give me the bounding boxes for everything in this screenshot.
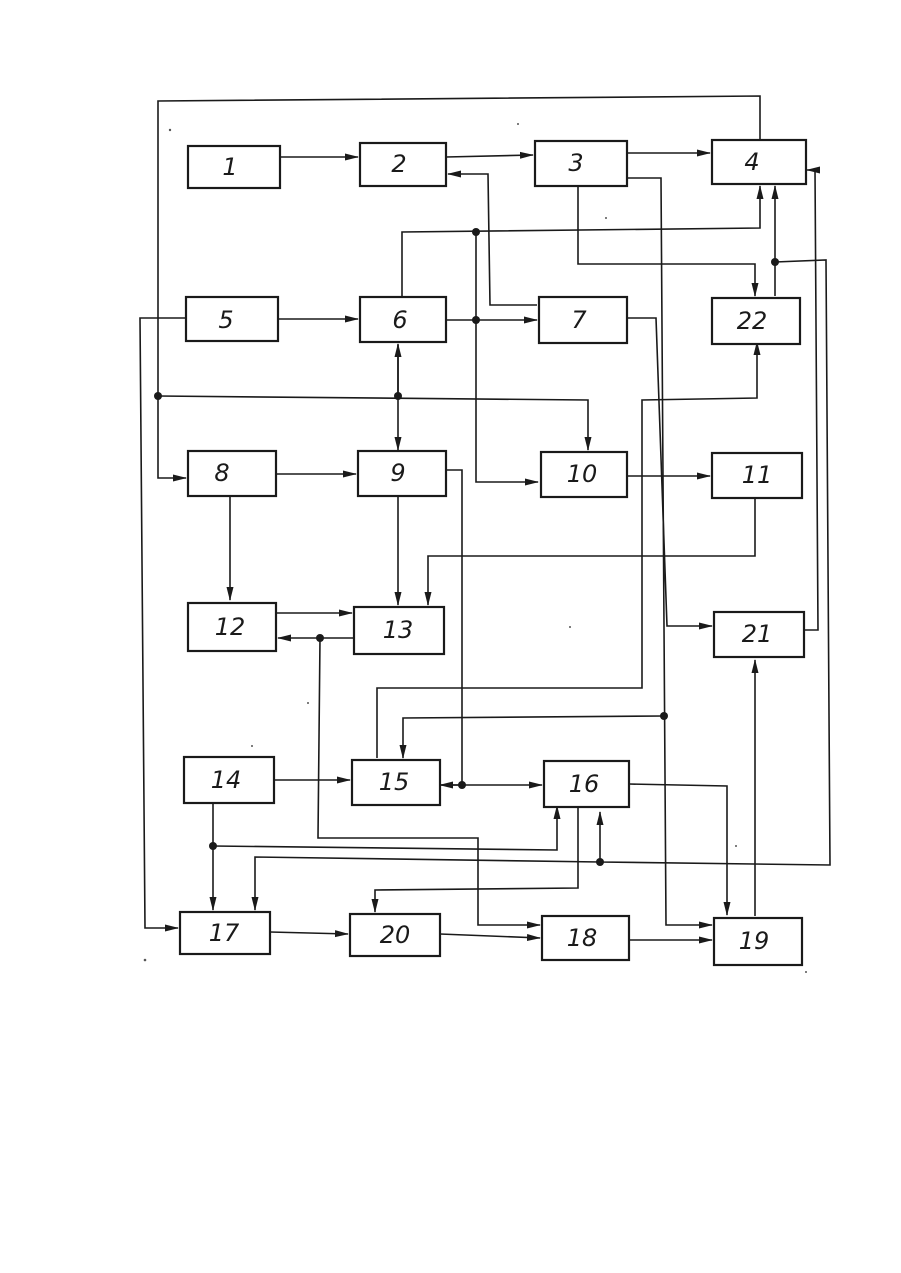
block-4-label: 4 xyxy=(744,148,759,176)
block-18-label: 18 xyxy=(567,924,598,952)
block-2-label: 2 xyxy=(391,150,406,178)
block-1-label: 1 xyxy=(222,153,237,181)
block-10-label: 10 xyxy=(567,460,598,488)
block-22-label: 22 xyxy=(737,307,768,335)
block-19: 19 xyxy=(714,918,802,965)
junction-dot xyxy=(771,258,779,266)
block-17-label: 17 xyxy=(209,919,240,947)
wire-16-to-19 xyxy=(629,784,727,915)
block-13: 13 xyxy=(354,607,444,654)
block-10: 10 xyxy=(541,452,627,497)
block-9-label: 9 xyxy=(390,459,405,487)
wire-11-to-13 xyxy=(428,498,755,605)
wire-21-to-4 xyxy=(805,170,818,630)
block-15: 15 xyxy=(352,760,440,805)
block-14: 14 xyxy=(184,757,274,803)
block-11: 11 xyxy=(712,453,802,498)
block-3: 3 xyxy=(535,141,627,186)
block-12-label: 12 xyxy=(215,613,246,641)
block-6: 6 xyxy=(360,297,446,342)
connection-lines xyxy=(140,96,830,940)
block-4: 4 xyxy=(712,140,806,184)
block-7-label: 7 xyxy=(571,306,587,334)
wire-5-to-17 xyxy=(140,318,186,928)
wire-bus-to-10 xyxy=(158,396,588,450)
junction-dot xyxy=(596,858,604,866)
wire-7-to-2 xyxy=(448,174,537,305)
block-17: 17 xyxy=(180,912,270,954)
junction-dot xyxy=(472,316,480,324)
wire-junction-to-10 xyxy=(476,232,538,482)
block-7: 7 xyxy=(539,297,627,343)
block-1: 1 xyxy=(188,146,280,188)
block-18: 18 xyxy=(542,916,629,960)
wire-15-to-22 xyxy=(377,342,757,758)
wire-17-to-20 xyxy=(270,932,348,934)
wire-20-to-18 xyxy=(440,934,540,938)
block-2: 2 xyxy=(360,143,446,186)
wire-bus-to-17 xyxy=(255,857,600,910)
block-5: 5 xyxy=(186,297,278,341)
wire-2-to-3 xyxy=(446,155,533,157)
junction-dot xyxy=(394,392,402,400)
block-9: 9 xyxy=(358,451,446,496)
block-3-label: 3 xyxy=(568,149,583,177)
block-22: 22 xyxy=(712,298,800,344)
block-15-label: 15 xyxy=(379,768,410,796)
block-16: 16 xyxy=(544,761,629,807)
block-21: 21 xyxy=(714,612,804,657)
junction-dot xyxy=(316,634,324,642)
block-16-label: 16 xyxy=(569,770,600,798)
wire-7-to-21 xyxy=(627,318,712,626)
wire-node-to-15 xyxy=(403,716,664,758)
block-13-label: 13 xyxy=(383,616,414,644)
block-21-label: 21 xyxy=(742,620,773,648)
block-11-label: 11 xyxy=(742,461,773,489)
block-12: 12 xyxy=(188,603,276,651)
block-20-label: 20 xyxy=(380,921,411,949)
block-8-label: 8 xyxy=(214,459,229,487)
junction-dot xyxy=(660,712,668,720)
block-5-label: 5 xyxy=(218,306,233,334)
wire-22-node-right xyxy=(600,260,830,865)
block-6-label: 6 xyxy=(392,306,407,334)
junction-dot xyxy=(154,392,162,400)
wire-3-to-19 xyxy=(627,178,712,925)
block-14-label: 14 xyxy=(211,766,242,794)
block-20: 20 xyxy=(350,914,440,956)
junction-dot xyxy=(458,781,466,789)
wire-6-to-4 xyxy=(402,186,760,297)
block-19-label: 19 xyxy=(739,927,770,955)
wire-3-to-22 xyxy=(578,186,755,296)
block-8: 8 xyxy=(188,451,276,496)
wire-14-to-16 xyxy=(213,806,557,850)
junction-dot xyxy=(209,842,217,850)
junction-dot xyxy=(472,228,480,236)
